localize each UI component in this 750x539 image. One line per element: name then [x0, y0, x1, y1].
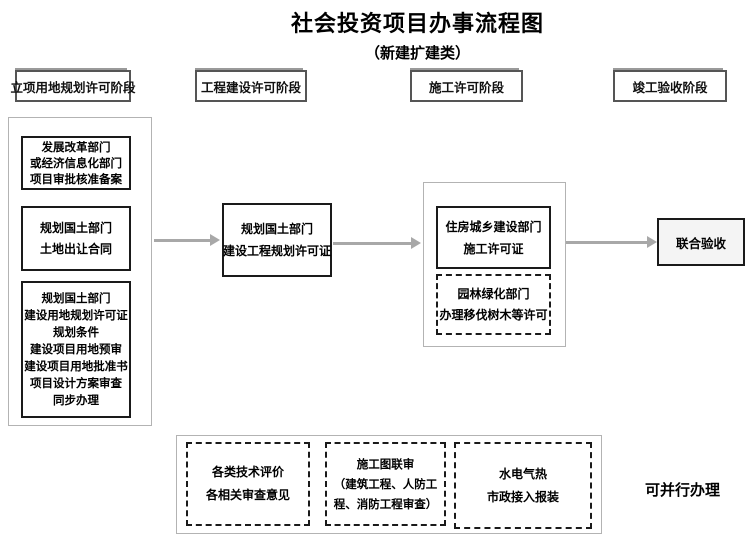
arrow-head-icon: [647, 236, 657, 248]
flow-box-line: 施工许可证: [463, 241, 524, 256]
title-block: 社会投资项目办事流程图 （新建扩建类）: [85, 6, 750, 63]
arrow-head-icon: [210, 234, 220, 246]
flow-box-project-approval: 发展改革部门 或经济信息化部门 项目审批核准备案: [21, 136, 131, 190]
stage-header-construction-permit: 工程建设许可阶段: [195, 70, 307, 102]
flow-box-line: 规划国土部门: [39, 220, 112, 235]
stage-header-label: 立项用地规划许可阶段: [10, 79, 136, 95]
stage-header-label: 竣工验收阶段: [632, 79, 708, 95]
flow-box-line: 建设用地规划许可证: [24, 308, 128, 322]
arrow-shaft: [566, 241, 648, 244]
flow-arrow-right-3: [566, 236, 657, 248]
flow-box-line: 规划条件: [53, 325, 99, 339]
stage-header-work-permit: 施工许可阶段: [410, 70, 523, 102]
flow-box-line: 土地出让合同: [39, 241, 112, 256]
stage-header-completion-acceptance: 竣工验收阶段: [613, 70, 727, 102]
flow-box-line: 程、消防工程审查）: [333, 497, 438, 511]
flow-arrow-right-1: [154, 234, 220, 246]
flow-box-line: 施工图联审: [356, 457, 415, 471]
flow-box-line: 住房城乡建设部门: [445, 219, 542, 234]
flow-box-technical-evaluation: 各类技术评价 各相关审查意见: [186, 442, 310, 526]
flow-box-line: 建设项目用地预审: [30, 342, 122, 356]
group-parallel-boxes: 各类技术评价 各相关审查意见 施工图联审 （建筑工程、人防工 程、消防工程审查）…: [176, 435, 602, 534]
parallel-processing-note: 可并行办理: [645, 481, 721, 499]
flow-box-line: 园林绿化部门: [457, 286, 530, 301]
flow-arrow-right-2: [333, 237, 421, 249]
flow-box-tree-removal-permit: 园林绿化部门 办理移伐树木等许可: [436, 274, 551, 335]
flow-box-line: 或经济信息化部门: [30, 156, 122, 170]
flow-box-line: 同步办理: [53, 393, 99, 407]
flow-box-line: 水电气热: [498, 466, 547, 481]
flow-box-land-contract: 规划国土部门 土地出让合同: [21, 206, 131, 271]
flow-box-line: 规划国土部门: [41, 291, 111, 305]
page-subtitle: （新建扩建类）: [364, 44, 470, 62]
flow-box-line: 联合验收: [675, 235, 726, 251]
group-stage1-boxes: 发展改革部门 或经济信息化部门 项目审批核准备案 规划国土部门 土地出让合同 规…: [8, 117, 152, 426]
flow-box-drawing-joint-review: 施工图联审 （建筑工程、人防工 程、消防工程审查）: [325, 442, 446, 526]
flow-box-land-use-permit: 规划国土部门 建设用地规划许可证 规划条件 建设项目用地预审 建设项目用地批准书…: [21, 281, 131, 418]
flow-box-line: 各相关审查意见: [205, 488, 290, 502]
flow-box-line: 发展改革部门: [41, 140, 111, 154]
stage-header-label: 工程建设许可阶段: [200, 79, 301, 95]
flow-box-line: 规划国土部门: [240, 222, 313, 236]
flow-box-line: 办理移伐树木等许可: [439, 307, 548, 322]
flow-box-line: 市政接入报装: [486, 489, 559, 504]
flow-box-line: 各类技术评价: [211, 465, 284, 479]
arrow-shaft: [154, 239, 211, 242]
flow-box-line: 项目设计方案审查: [30, 376, 122, 390]
page-title: 社会投资项目办事流程图: [290, 12, 544, 37]
group-stage3-boxes: 住房城乡建设部门 施工许可证 园林绿化部门 办理移伐树木等许可: [423, 182, 566, 347]
flow-box-work-permit: 住房城乡建设部门 施工许可证: [436, 206, 551, 269]
flow-box-joint-acceptance: 联合验收: [657, 218, 745, 266]
flow-box-line: 建设项目用地批准书: [24, 359, 128, 373]
stage-header-label: 施工许可阶段: [428, 79, 504, 95]
stage-header-land-planning: 立项用地规划许可阶段: [11, 70, 136, 102]
arrow-shaft: [333, 242, 412, 245]
arrow-head-icon: [411, 237, 421, 249]
flow-box-construction-planning-permit: 规划国土部门 建设工程规划许可证: [222, 203, 332, 277]
flow-box-utility-hookup: 水电气热 市政接入报装: [454, 442, 592, 529]
flow-box-line: 建设工程规划许可证: [223, 244, 332, 258]
flow-box-line: 项目审批核准备案: [30, 172, 122, 186]
flow-box-line: （建筑工程、人防工: [333, 477, 438, 491]
